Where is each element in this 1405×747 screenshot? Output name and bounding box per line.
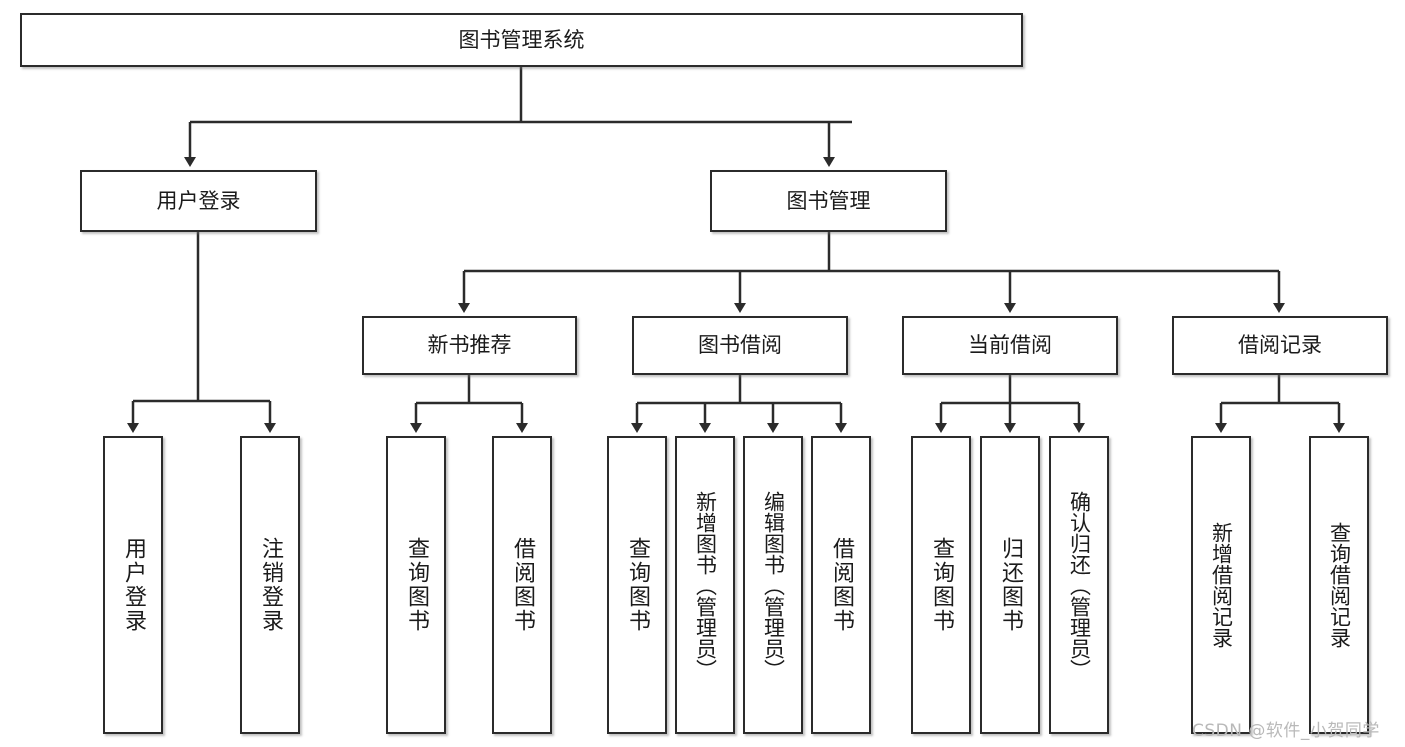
node-label: 新书推荐 [427,333,512,358]
node-label: 查询借阅记录 [1327,522,1352,648]
node-label: 新增借阅记录 [1209,522,1234,648]
node-label: 借阅记录 [1238,333,1322,358]
node-label: 借阅图书 [829,537,854,633]
node-label: 新增图书（管理员） [693,490,718,680]
node-label: 查询图书 [625,537,650,633]
leaf-book-borrow-edit[interactable]: 编辑图书（管理员） [743,436,803,734]
node-new-book-recommend[interactable]: 新书推荐 [362,316,577,375]
node-book-management[interactable]: 图书管理 [710,170,947,232]
node-label: 借阅图书 [510,537,535,633]
node-current-borrow[interactable]: 当前借阅 [902,316,1118,375]
node-label: 查询图书 [929,537,954,633]
node-label: 图书管理系统 [458,27,585,52]
node-label: 当前借阅 [968,333,1052,358]
leaf-borrow-record-query[interactable]: 查询借阅记录 [1309,436,1369,734]
node-user-login[interactable]: 用户登录 [80,170,317,232]
node-label: 编辑图书（管理员） [761,490,786,680]
leaf-user-login-logout[interactable]: 注销登录 [240,436,300,734]
leaf-current-borrow-return[interactable]: 归还图书 [980,436,1040,734]
leaf-current-borrow-query[interactable]: 查询图书 [911,436,971,734]
node-root-book-management-system[interactable]: 图书管理系统 [20,13,1023,67]
node-label: 确认归还（管理员） [1067,490,1092,680]
leaf-book-borrow-add[interactable]: 新增图书（管理员） [675,436,735,734]
csdn-watermark: CSDN @软件_小贺同学 [1192,721,1380,741]
node-label: 注销登录 [258,537,283,633]
node-label: 用户登录 [156,188,241,213]
leaf-current-borrow-confirm-return[interactable]: 确认归还（管理员） [1049,436,1109,734]
leaf-borrow-record-add[interactable]: 新增借阅记录 [1191,436,1251,734]
node-label: 图书借阅 [698,333,782,358]
leaf-user-login-login[interactable]: 用户登录 [103,436,163,734]
leaf-new-book-query[interactable]: 查询图书 [386,436,446,734]
leaf-book-borrow-borrow[interactable]: 借阅图书 [811,436,871,734]
leaf-book-borrow-query[interactable]: 查询图书 [607,436,667,734]
node-label: 归还图书 [998,537,1023,633]
node-label: 图书管理 [786,188,871,213]
leaf-new-book-borrow[interactable]: 借阅图书 [492,436,552,734]
node-borrow-record[interactable]: 借阅记录 [1172,316,1388,375]
node-label: 用户登录 [121,537,146,633]
node-label: 查询图书 [404,537,429,633]
node-book-borrow[interactable]: 图书借阅 [632,316,848,375]
